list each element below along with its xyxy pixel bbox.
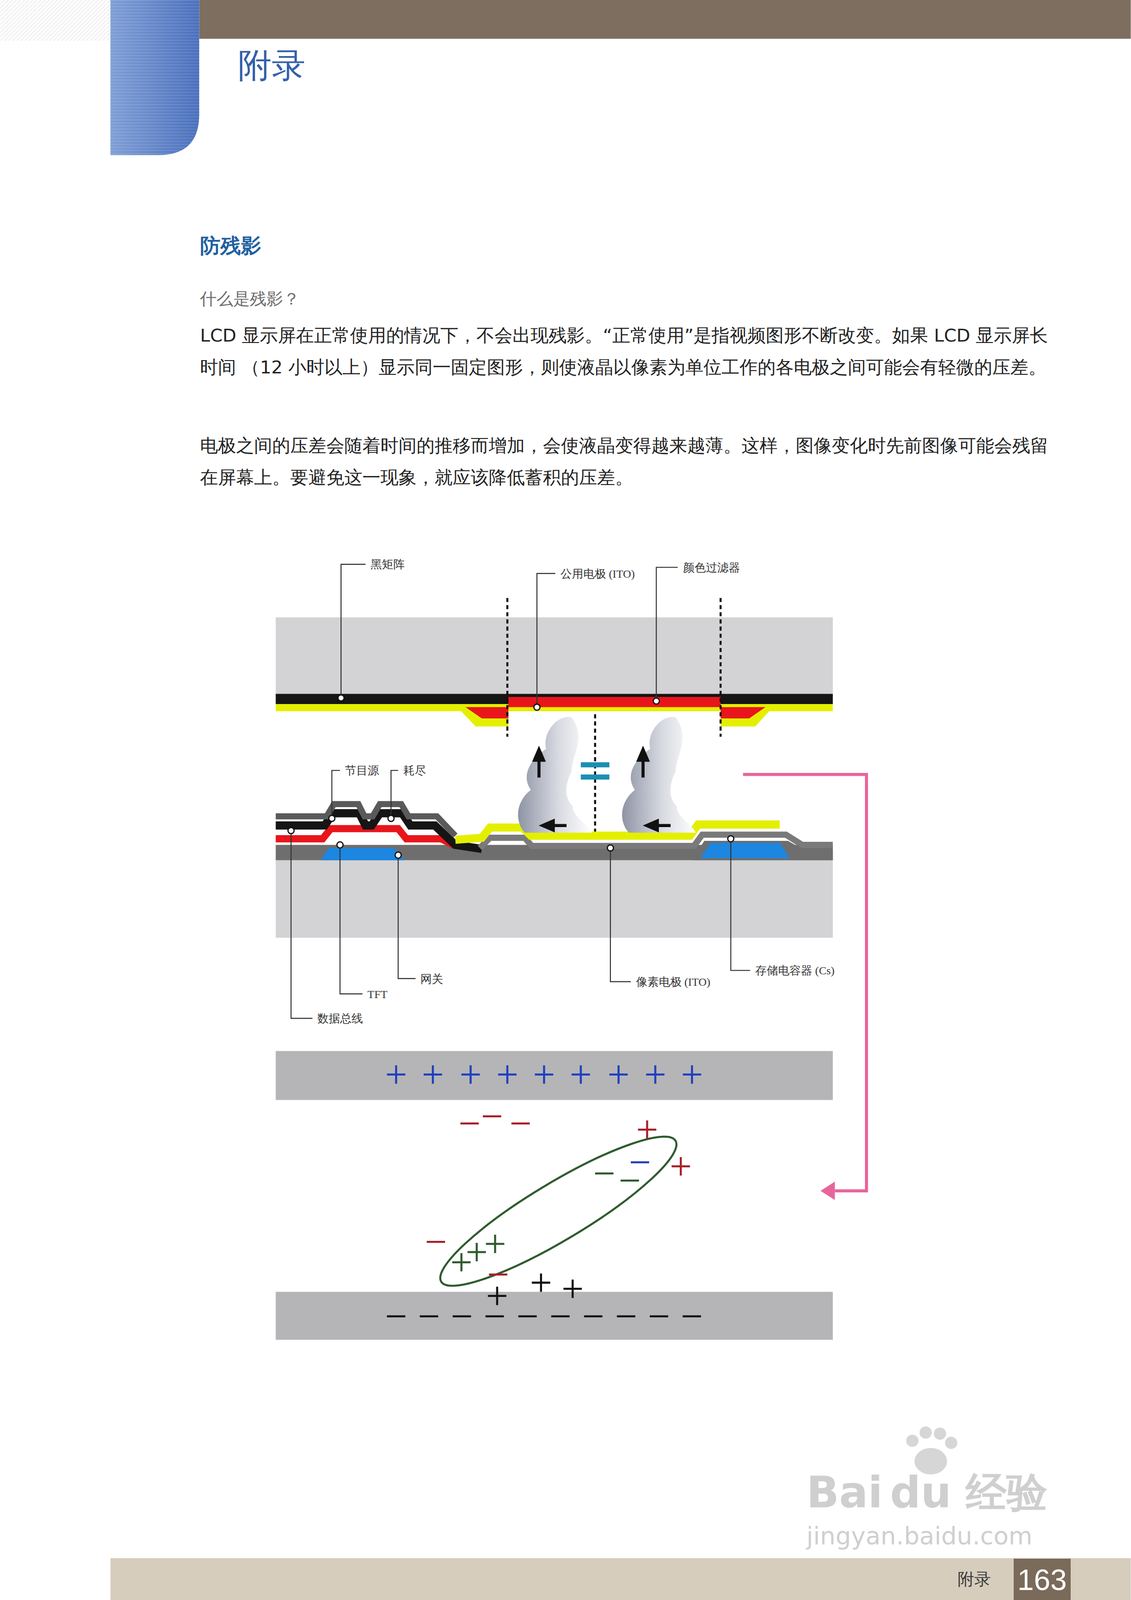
color-filter	[720, 707, 766, 719]
subheading: 什么是残影？	[199, 288, 300, 310]
plus-sign	[534, 1064, 554, 1084]
plus-sign	[646, 1064, 665, 1084]
plus-sign	[671, 1157, 691, 1176]
footer-bar	[110, 1558, 1131, 1600]
part-label: 颜色过滤器	[683, 560, 741, 575]
part-label: 黑矩阵	[370, 557, 405, 571]
plus-sign	[532, 1273, 551, 1293]
bottom-glass	[275, 860, 833, 938]
minus-sign	[511, 1122, 531, 1125]
part-label: 公用电极 (ITO)	[560, 567, 636, 581]
minus-sign	[426, 1240, 446, 1243]
minus-sign	[584, 1315, 603, 1318]
gate-electrode	[320, 847, 405, 861]
minus-sign	[617, 1315, 636, 1318]
body-paragraph: LCD 显示屏在正常使用的情况下，不会出现残影。“正常使用”是指视频图形不断改变…	[199, 319, 1058, 384]
alignment-layer	[454, 703, 509, 727]
plus-sign	[467, 1242, 486, 1262]
header-tab	[110, 0, 200, 155]
header-hatch	[0, 0, 111, 41]
footer-label: 附录	[957, 1568, 991, 1590]
semiconductor-layer	[275, 828, 456, 846]
body-paragraph: 电极之间的压差会随着时间的推移而增加，会使液晶变得越来越薄。这样，图像变化时先前…	[199, 429, 1058, 494]
equal-sign	[580, 774, 610, 780]
plus-sign	[487, 1286, 507, 1306]
page-title: 附录	[237, 45, 306, 86]
minus-sign	[630, 1160, 650, 1163]
watermark: 经验	[965, 1467, 1048, 1517]
minus-sign	[620, 1179, 639, 1182]
color-filter	[465, 707, 509, 719]
header-bar	[199, 0, 1131, 39]
liquid-crystal	[622, 716, 697, 833]
page-number: 163	[1017, 1562, 1067, 1597]
part-label: 耗尽	[403, 763, 427, 778]
storage-electrode	[700, 842, 790, 858]
force-arrows	[532, 746, 671, 832]
plus-sign	[563, 1279, 582, 1299]
minus-sign	[649, 1315, 669, 1318]
plus-sign	[498, 1064, 517, 1084]
minus-sign	[488, 1273, 508, 1276]
plus-sign	[637, 1120, 657, 1139]
minus-sign	[460, 1122, 479, 1125]
page-number-box: 163	[1013, 1558, 1071, 1600]
lower-plate	[275, 1291, 833, 1340]
minus-sign	[518, 1315, 537, 1318]
pixel-boundary	[506, 598, 509, 737]
watermark: Bai	[806, 1466, 884, 1519]
part-label: 像素电极 (ITO)	[636, 975, 711, 989]
watermark: du	[890, 1466, 952, 1519]
minus-sign	[483, 1115, 502, 1118]
charge-signs	[387, 1064, 702, 1316]
minus-sign	[682, 1315, 702, 1318]
plus-sign	[423, 1064, 443, 1084]
minus-sign	[452, 1315, 472, 1318]
leader-dots	[287, 694, 734, 859]
pixel-boundary	[719, 598, 722, 737]
pointer-head	[820, 1181, 835, 1200]
plus-sign	[387, 1064, 406, 1084]
upper-plate	[275, 1050, 833, 1100]
minus-sign	[419, 1315, 439, 1318]
part-label: 节目源	[344, 763, 380, 778]
plus-sign	[452, 1253, 471, 1272]
part-label: 网关	[420, 972, 444, 986]
plus-sign	[485, 1234, 505, 1254]
header-tab-lines	[110, 0, 200, 155]
plus-sign	[609, 1064, 628, 1084]
plus-sign	[683, 1064, 702, 1084]
minus-sign	[485, 1315, 504, 1318]
plus-sign	[461, 1064, 480, 1084]
watermark: jingyan.baidu.com	[806, 1521, 1033, 1551]
top-glass	[275, 617, 833, 698]
center-line	[594, 714, 597, 833]
alignment-layer	[720, 703, 776, 727]
minus-sign	[387, 1315, 406, 1318]
part-label: 存储电容器 (Cs)	[755, 963, 835, 978]
leader-lines	[291, 564, 751, 1019]
part-label: TFT	[367, 987, 388, 1001]
section-heading: 防残影	[199, 233, 262, 259]
minus-sign	[551, 1315, 570, 1318]
pointer-line	[742, 774, 867, 1191]
molecule-ellipse	[426, 1116, 691, 1307]
minus-sign	[595, 1172, 614, 1175]
plus-sign	[571, 1064, 590, 1084]
equal-sign	[580, 762, 610, 768]
passivation-layer	[275, 804, 456, 837]
part-label: 数据总线	[317, 1011, 363, 1026]
